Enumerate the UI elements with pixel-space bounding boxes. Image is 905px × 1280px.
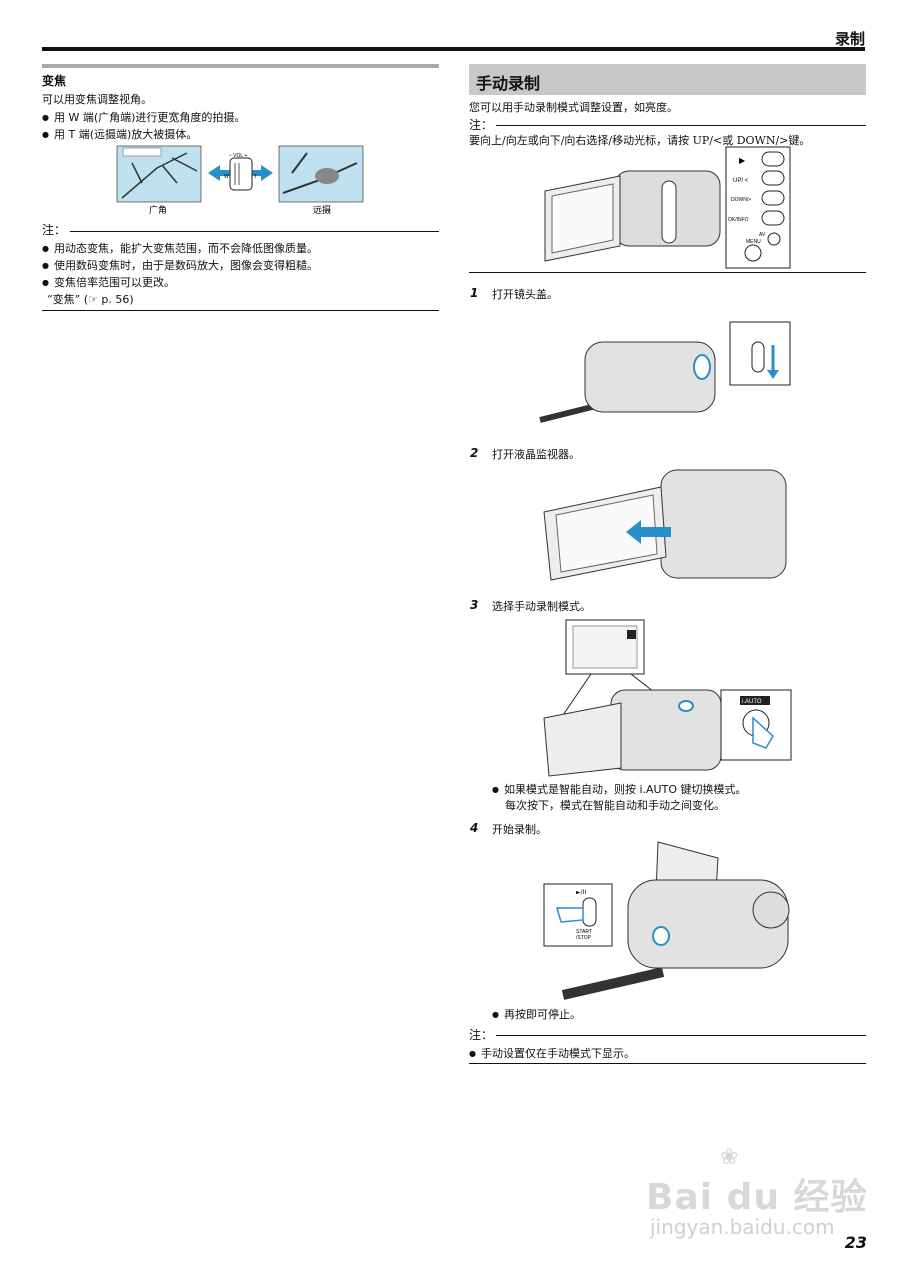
note-bullet-1: 用动态变焦，能扩大变焦范围，而不会降低图像质量。 [42,240,318,258]
bottom-note-label: 注： [469,1028,494,1042]
baidu-watermark-logo: Bai du 经验 [646,1177,868,1218]
step-3-bullet: 如果模式是智能自动，则按 i.AUTO 键切换模式。 [492,781,747,799]
zoom-bullet-2: 用 T 端(远摄端)放大被摄体。 [42,126,197,144]
page-number: 23 [844,1233,867,1252]
step-3-text: 选择手动录制模式。 [492,600,591,613]
svg-text:UP/ <: UP/ < [733,178,749,184]
t-label: T [254,174,257,180]
bottom-note-bullet: 手动设置仅在手动模式下显示。 [469,1045,635,1063]
left-title-bar [42,64,439,68]
wide-caption: 广角 [149,204,167,216]
bottom-note-rule [496,1035,866,1036]
svg-text:DOWN/>: DOWN/> [731,197,751,203]
play-button [761,151,785,167]
svg-text:AV: AV [759,232,766,238]
step-1-number: 1 [470,286,479,300]
manual-intro: 您可以用手动录制模式调整设置，如亮度。 [469,101,678,114]
manual-mode-figure: i.AUTO [543,619,792,777]
manual-title-bar [469,64,866,95]
iauto-label: i.AUTO [742,699,762,705]
manual-mode-icon [627,630,636,639]
left-note-rule [70,231,439,232]
zoom-bullet-1: 用 W 端(广角端)进行更宽角度的拍摄。 [42,109,245,127]
camcorder-buttons-figure: ▶ UP/ < DOWN/> OK/INFO AV MENU [544,146,791,269]
open-arrow-icon [626,520,671,544]
right-note-text: 要向上/向左或向下/向右选择/移动光标，请按 UP/<或 DOWN/>键。 [469,134,811,147]
down-button [761,190,785,206]
step-3-sub: 每次按下，模式在智能自动和手动之间变化。 [505,799,725,812]
zoom-arrows-icon [208,165,273,181]
av-button [767,232,781,246]
zoom-illustration: – VOL + W T 广角 远摄 [116,145,364,216]
start-pause-label: ►/ⅠⅠ [576,889,586,896]
start-stop-button [582,897,597,927]
press-finger-icon [556,907,584,923]
zoom-title: 变焦 [42,74,67,88]
svg-text:MENU: MENU [746,239,761,245]
header-rule [42,47,865,51]
zoom-reference[interactable]: “变焦” (☞ p. 56) [47,291,134,308]
zoom-lever-icon [229,157,253,191]
tele-caption: 远摄 [313,204,331,216]
start-recording-figure: ►/ⅠⅠ START /STOP [543,841,790,1000]
lcd-open-figure [543,469,787,581]
tele-photo [282,152,358,194]
manual-title: 手动录制 [476,74,541,93]
step-3-number: 3 [470,598,479,612]
baidu-paw-icon: ❀ [720,1145,739,1170]
step-4-text: 开始录制。 [492,823,547,836]
menu-button [744,244,762,262]
w-label: W [224,174,229,180]
finger-icon [752,716,774,749]
left-note-label: 注： [42,223,67,237]
step-4-bullet: 再按即可停止。 [492,1006,581,1024]
right-note-rule [496,125,866,126]
lens-cover-figure [539,321,791,423]
svg-text:/STOP: /STOP [576,935,592,941]
reference-text: “变焦” [47,293,81,306]
zoom-intro: 可以用变焦调整视角。 [42,93,152,106]
vol-label: – VOL + [229,153,247,159]
step-1-text: 打开镜头盖。 [492,288,558,301]
baidu-watermark-url: jingyan.baidu.com [650,1215,835,1239]
ok-info-button [761,210,785,226]
start-stop-label: START [576,929,592,935]
section-title: 录制 [834,30,865,48]
bottom-note-end-rule [469,1063,866,1064]
note-bullet-2: 使用数码变焦时，由于是数码放大，图像会变得粗糙。 [42,257,318,275]
up-button [761,170,785,186]
camcorder-body [544,170,721,262]
step-4-number: 4 [470,821,479,835]
note-bullet-3: 变焦倍率范围可以更改。 [42,274,175,292]
svg-text:OK/INFO: OK/INFO [728,217,749,223]
reference-page: (☞ p. 56) [83,293,134,306]
step-2-text: 打开液晶监视器。 [492,448,580,461]
right-note-end-rule [469,272,866,273]
step-2-number: 2 [470,446,479,460]
right-note-label: 注： [469,118,494,132]
left-end-rule [42,310,439,311]
svg-text:▶: ▶ [739,156,746,165]
